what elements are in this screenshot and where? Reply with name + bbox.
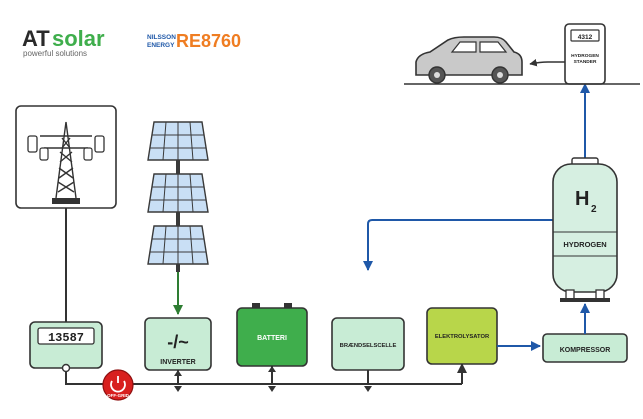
nilsson-logo-line2: ENERGY xyxy=(147,42,175,49)
station-label-line2: STANDER xyxy=(574,59,597,65)
electrolyser-box: ELEKTROLYSATOR xyxy=(426,307,498,365)
power-icon xyxy=(110,380,126,393)
battery-label: BATTERI xyxy=(257,335,287,342)
off-grid-switch[interactable]: OFF-GRID xyxy=(102,369,134,401)
inverter-symbol: -/~ xyxy=(167,332,189,352)
meter-value: 13587 xyxy=(48,331,84,345)
electrolyser-label: ELEKTROLYSATOR xyxy=(435,334,490,340)
h2-subscript: 2 xyxy=(591,204,597,215)
power-grid-pylon-icon xyxy=(15,105,117,209)
inverter-box: -/~ INVERTER xyxy=(144,317,212,371)
electricity-meter: 13587 xyxy=(29,321,103,373)
h2-symbol: H xyxy=(575,188,589,210)
product-name: RE8760 xyxy=(176,31,241,51)
off-grid-label: OFF-GRID xyxy=(107,393,129,398)
station-hose xyxy=(529,58,565,67)
at-logo-text: AT xyxy=(22,26,50,51)
station-display: 4312 xyxy=(578,34,593,41)
solar-logo-text: solar xyxy=(52,26,105,51)
inverter-label: INVERTER xyxy=(160,359,195,366)
power-wires xyxy=(65,208,467,385)
car-icon xyxy=(404,36,640,85)
solar-panels-icon xyxy=(147,121,209,272)
battery-box: BATTERI xyxy=(236,303,308,367)
hydrogen-station: 4312 HYDROGEN STANDER xyxy=(564,23,606,85)
hydrogen-tank: H 2 HYDROGEN xyxy=(552,157,618,302)
tank-label: HYDROGEN xyxy=(563,240,606,249)
atsolar-logo: AT solar powerful solutions xyxy=(22,26,105,58)
nilsson-energy-logo: NILSSON ENERGY RE8760 xyxy=(147,31,241,51)
fuel-cell-box: BRÆNDSELSCELLE xyxy=(331,317,405,371)
compressor-label: KOMPRESSOR xyxy=(560,347,611,354)
brand-tagline: powerful solutions xyxy=(23,49,87,58)
station-label-line1: HYDROGEN xyxy=(571,53,599,59)
nilsson-logo-line1: NILSSON xyxy=(147,34,176,41)
bus-arrows xyxy=(174,366,372,392)
compressor-box: KOMPRESSOR xyxy=(542,333,628,363)
hydrogen-lines xyxy=(363,83,590,351)
fuel-cell-label: BRÆNDSELSCELLE xyxy=(340,343,397,349)
